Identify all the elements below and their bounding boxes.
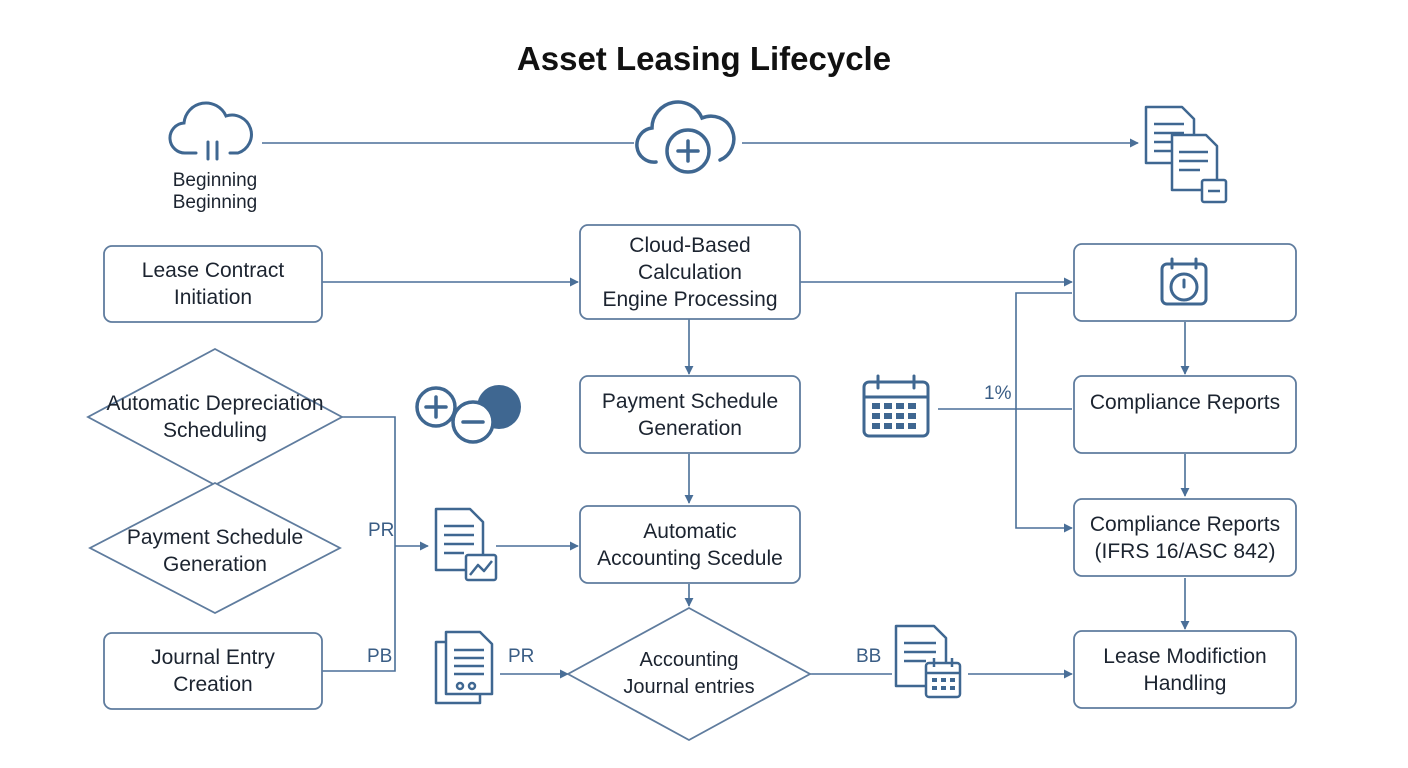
auto-accounting-label: Automatic Accounting Scedule (597, 519, 783, 570)
document-calendar-grid (932, 678, 955, 690)
cloud-engine-label: Cloud-Based Calculation Engine Processin… (602, 233, 778, 311)
compliance-ifrs-label: Compliance Reports (IFRS 16/ASC 842) (1089, 512, 1281, 563)
edge-label-bb: BB (856, 646, 882, 667)
edge-label-pr-upper: PR (368, 520, 395, 541)
lease-contract-label: Lease Contract Initiation (141, 259, 285, 309)
compliance-box (1073, 375, 1297, 454)
journal-entry-label: Journal Entry Creation (151, 646, 275, 696)
accounting-journal-diamond (566, 606, 812, 742)
cloud-engine-box (579, 224, 801, 320)
compliance-label: Compliance Reports (1089, 390, 1281, 414)
stopwatch-icon (1160, 257, 1208, 306)
auto-depreciation-label: Automatic Depreciation Scheduling (106, 392, 324, 442)
auto-accounting-box (579, 505, 801, 584)
compliance-ifrs-box (1073, 498, 1297, 577)
cloud-plus-icon (635, 100, 736, 174)
lease-modification-label: Lease Modifiction Handling (1103, 644, 1267, 695)
edge-label-pr-lower: PR (508, 646, 535, 667)
accounting-journal-label: Accounting Journal entries (623, 649, 755, 698)
documents-minus-icon (1144, 105, 1228, 204)
calculator-icon (415, 385, 521, 444)
journal-entry-box (103, 632, 323, 710)
edge-left-bus (322, 416, 396, 672)
document-chart-icon (434, 507, 498, 582)
lease-modification-box (1073, 630, 1297, 709)
cloud-sync-icon (168, 101, 253, 161)
edge-label-pb: PB (367, 646, 393, 667)
payment-schedule-box (579, 375, 801, 454)
edge-label-percent: 1% (984, 383, 1012, 404)
payment-schedule-box-label: Payment Schedule Generation (601, 389, 779, 440)
lease-contract-box (103, 245, 323, 323)
payment-schedule-diamond (88, 481, 342, 615)
edge-right-bus (1015, 292, 1073, 533)
page-title: Asset Leasing Lifecycle (516, 40, 892, 77)
document-list-icon (434, 630, 494, 705)
payment-schedule-diamond-label: Payment Schedule Generation (126, 526, 304, 576)
start-caption: Beginning Beginning (172, 170, 258, 213)
calendar-grid (872, 403, 916, 429)
